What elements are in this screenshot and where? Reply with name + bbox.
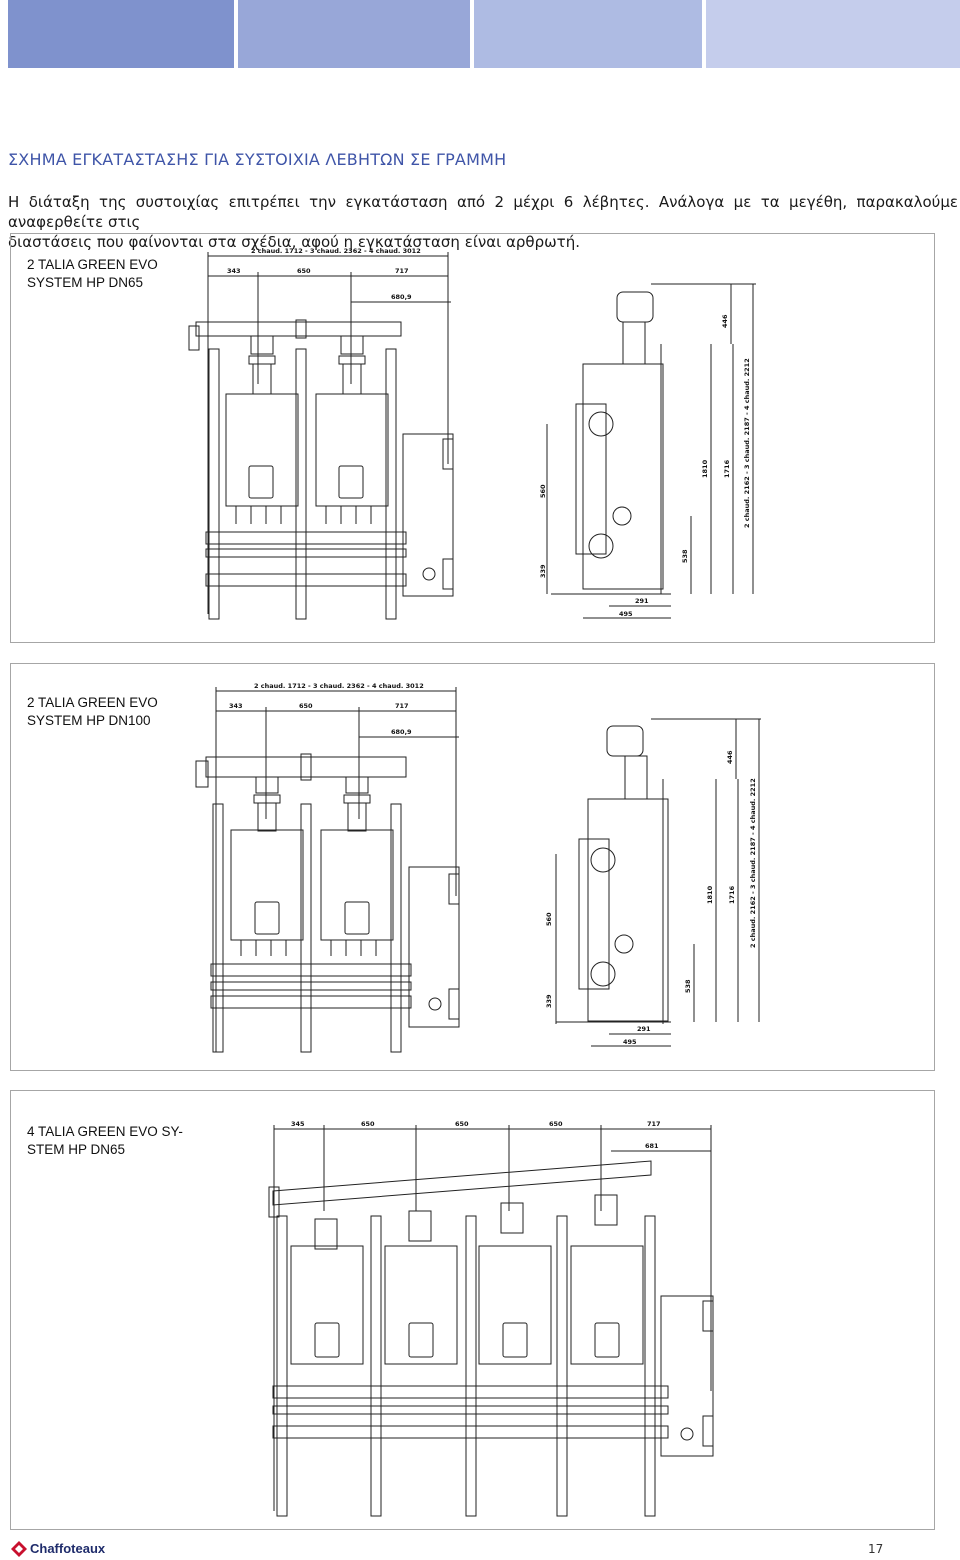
dim-h1: 1810 — [706, 885, 714, 904]
dim-h5: 339 — [539, 564, 547, 578]
dim-w2: 495 — [623, 1038, 637, 1046]
header-band-4 — [706, 0, 960, 68]
dim-3: 717 — [395, 267, 409, 275]
drawing-panel-4-boilers-dn65: 4 TALIA GREEN EVO SY- STEM HP DN65 — [10, 1090, 935, 1530]
dim-1: 343 — [229, 702, 243, 710]
dim-w1: 291 — [635, 597, 649, 605]
dim-h1: 1810 — [701, 459, 709, 478]
chaffoteaux-logo-icon — [11, 1541, 27, 1557]
header-band-1 — [8, 0, 234, 68]
dim-h2: 1716 — [723, 459, 731, 478]
dim-2: 650 — [299, 702, 313, 710]
intro-line-2: διαστάσεις που φαίνονται στα σχέδια, αφο… — [8, 233, 580, 251]
dim-h2: 1716 — [728, 885, 736, 904]
dim-4: 680,9 — [391, 293, 412, 301]
dim-h-top: 446 — [726, 750, 734, 764]
panel-label-line-2: SYSTEM HP DN100 — [27, 713, 151, 728]
drawing-panel-2-boilers-dn100: 2 TALIA GREEN EVO SYSTEM HP DN100 — [10, 663, 935, 1071]
panel-label: 2 TALIA GREEN EVO SYSTEM HP DN65 — [27, 256, 158, 292]
dim-h-total: 2 chaud. 2162 - 3 chaud. 2187 - 4 chaud.… — [749, 778, 757, 948]
panel-label-line-2: SYSTEM HP DN65 — [27, 275, 144, 290]
drawing-panel-2-boilers-dn65: 2 TALIA GREEN EVO SYSTEM HP DN65 — [10, 233, 935, 643]
dim-total: 2 chaud. 1712 - 3 chaud. 2362 - 4 chaud.… — [254, 682, 424, 690]
brand-name: Chaffoteaux — [30, 1541, 106, 1556]
header-band-3 — [474, 0, 702, 68]
dim-4: 650 — [549, 1120, 563, 1128]
dim-1: 343 — [227, 267, 241, 275]
dim-3: 650 — [455, 1120, 469, 1128]
intro-paragraph: Η διάταξη της συστοιχίας επιτρέπει την ε… — [8, 192, 958, 252]
dim-1: 345 — [291, 1120, 305, 1128]
dim-h-total: 2 chaud. 2162 - 3 chaud. 2187 - 4 chaud.… — [743, 358, 751, 528]
technical-drawing: 345 650 650 650 717 681 — [268, 1120, 714, 1517]
dim-h3: 538 — [684, 979, 692, 993]
technical-drawing: 2 chaud. 1712 - 3 chaud. 2362 - 4 chaud.… — [188, 247, 756, 620]
dim-h3: 538 — [681, 549, 689, 563]
panel-label-line-1: 2 TALIA GREEN EVO — [27, 257, 158, 272]
dim-2: 650 — [297, 267, 311, 275]
dim-5: 717 — [647, 1120, 661, 1128]
technical-drawing: 2 chaud. 1712 - 3 chaud. 2362 - 4 chaud.… — [195, 682, 761, 1053]
dim-4: 680,9 — [391, 728, 412, 736]
dim-w2: 495 — [619, 610, 633, 618]
header-band-2 — [238, 0, 470, 68]
panel-label: 4 TALIA GREEN EVO SY- STEM HP DN65 — [27, 1123, 183, 1159]
dim-h4: 560 — [545, 912, 553, 926]
page-number: 17 — [868, 1542, 884, 1556]
dim-3: 717 — [395, 702, 409, 710]
dim-w1: 291 — [637, 1025, 651, 1033]
dim-6: 681 — [645, 1142, 659, 1150]
panel-label-line-1: 2 TALIA GREEN EVO — [27, 695, 158, 710]
panel-label-line-1: 4 TALIA GREEN EVO SY- — [27, 1124, 183, 1139]
dim-h-top: 446 — [721, 314, 729, 328]
intro-line-1: Η διάταξη της συστοιχίας επιτρέπει την ε… — [8, 193, 958, 231]
dim-2: 650 — [361, 1120, 375, 1128]
dim-h5: 339 — [545, 994, 553, 1008]
dim-h4: 560 — [539, 484, 547, 498]
panel-label-line-2: STEM HP DN65 — [27, 1142, 126, 1157]
panel-label: 2 TALIA GREEN EVO SYSTEM HP DN100 — [27, 694, 158, 730]
page-title: ΣΧΗΜΑ ΕΓΚΑΤΑΣΤΑΣΗΣ ΓΙΑ ΣΥΣΤΟΙΧΙΑ ΛΕΒΗΤΩΝ… — [8, 150, 507, 169]
dim-total: 2 chaud. 1712 - 3 chaud. 2362 - 4 chaud.… — [251, 247, 421, 255]
